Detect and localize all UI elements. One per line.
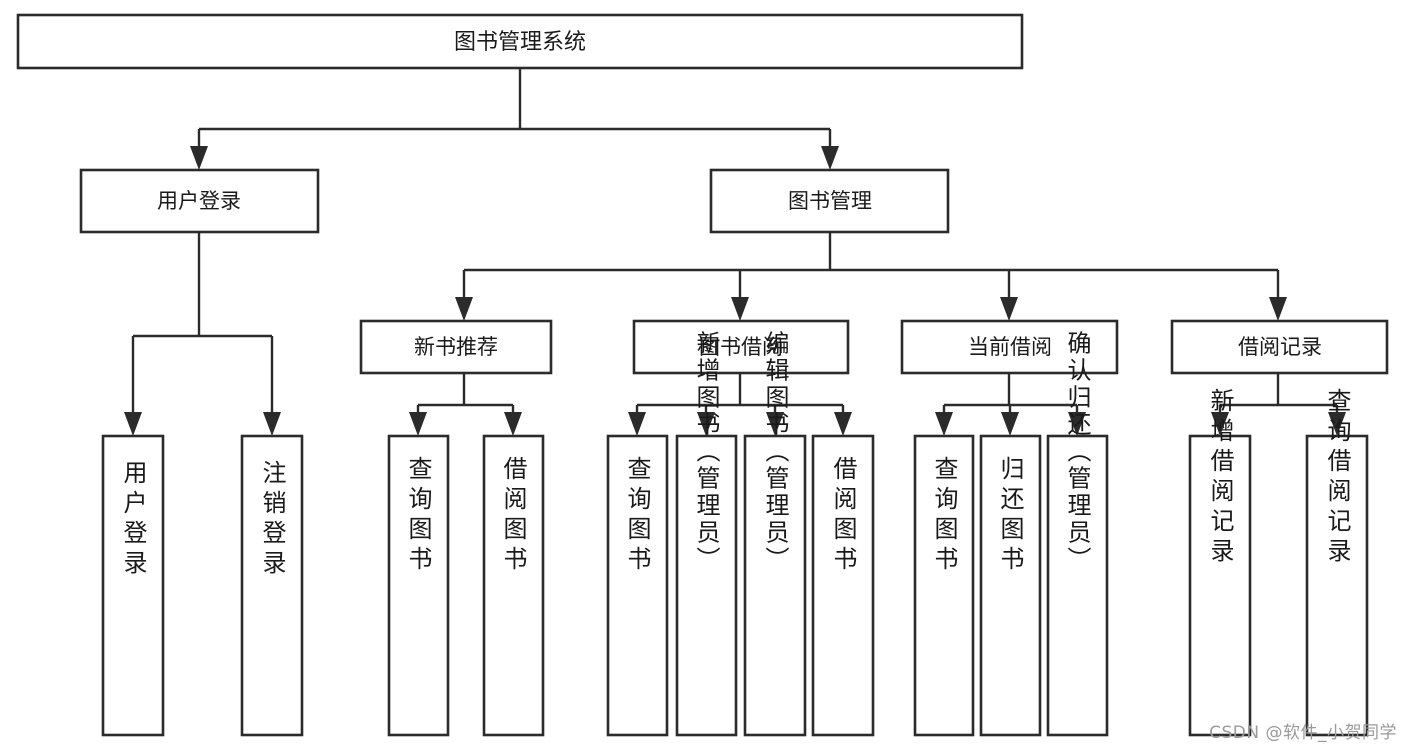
leaf-borrow-record-1-label: 新增借阅记录 bbox=[1206, 388, 1234, 568]
arrowhead-leaf-cb-1 bbox=[935, 412, 953, 436]
node-book-manage-label: 图书管理 bbox=[788, 189, 872, 213]
leaf-borrow-record-1[interactable]: 新增借阅记录 bbox=[1188, 388, 1252, 737]
leaf-new-book-1[interactable]: 查询图书 bbox=[387, 434, 450, 737]
leaf-current-borrow-3-box bbox=[1046, 434, 1109, 737]
node-user-login-label: 用户登录 bbox=[157, 189, 241, 213]
node-root-system[interactable]: 图书管理系统 bbox=[16, 13, 1024, 70]
arrowhead-leaf-bb-4 bbox=[834, 412, 852, 436]
node-borrow-record-box bbox=[1170, 319, 1389, 375]
arrowhead-leaf-cb-3 bbox=[1068, 412, 1086, 436]
node-user-login[interactable]: 用户登录 bbox=[79, 168, 320, 234]
leaf-new-book-2-label: 借阅图书 bbox=[499, 456, 527, 576]
node-user-login-box bbox=[79, 168, 320, 234]
node-book-manage[interactable]: 图书管理 bbox=[709, 168, 950, 234]
arrowhead-leaf-newbook-2 bbox=[504, 412, 522, 436]
leaf-book-borrow-2-box bbox=[675, 434, 738, 737]
node-book-borrow-box bbox=[632, 319, 850, 375]
node-root-label: 图书管理系统 bbox=[454, 30, 586, 55]
arrowhead-leaf-newbook-1 bbox=[409, 412, 427, 436]
leaf-book-borrow-3-label: 编辑图书（管理员） bbox=[761, 331, 789, 574]
leaf-user-login-1-box bbox=[101, 434, 165, 737]
leaf-user-login-2-label: 注销登录 bbox=[258, 460, 286, 580]
arrowhead-leaf-user-login-1 bbox=[124, 412, 142, 436]
node-book-borrow[interactable]: 图书借阅 bbox=[632, 319, 850, 375]
arrowhead-user-login bbox=[190, 146, 208, 170]
arrowhead-leaf-br-2 bbox=[1328, 412, 1346, 436]
node-current-borrow[interactable]: 当前借阅 bbox=[900, 319, 1119, 375]
leaf-current-borrow-1-label: 查询图书 bbox=[930, 456, 958, 576]
leaf-user-login-1[interactable]: 用户登录 bbox=[101, 434, 165, 737]
arrowhead-leaf-bb-1 bbox=[628, 412, 646, 436]
leaf-user-login-1-label: 用户登录 bbox=[119, 460, 147, 580]
leaf-borrow-record-2-box bbox=[1305, 434, 1369, 737]
arrowhead-leaf-bb-2 bbox=[697, 412, 715, 436]
leaf-book-borrow-1[interactable]: 查询图书 bbox=[606, 434, 669, 737]
arrowhead-current-borrow bbox=[1000, 297, 1018, 321]
leaf-new-book-1-box bbox=[387, 434, 450, 737]
leaf-current-borrow-1-box bbox=[913, 434, 975, 737]
leaf-borrow-record-1-box bbox=[1188, 434, 1252, 737]
leaf-current-borrow-2-label: 归还图书 bbox=[996, 456, 1024, 576]
leaf-book-borrow-4-label: 借阅图书 bbox=[829, 456, 857, 576]
node-new-book-recommend-label: 新书推荐 bbox=[414, 335, 498, 359]
arrowhead-leaf-bb-3 bbox=[766, 412, 784, 436]
csdn-watermark: CSDN @软件_小贺同学 bbox=[1209, 723, 1397, 743]
leaf-new-book-2[interactable]: 借阅图书 bbox=[482, 434, 545, 737]
leaf-current-borrow-3[interactable]: 确认归还（管理员） bbox=[1046, 331, 1109, 737]
leaf-borrow-record-2-label: 查询借阅记录 bbox=[1323, 388, 1351, 568]
leaf-book-borrow-2-label: 新增图书（管理员） bbox=[692, 331, 720, 574]
node-current-borrow-label: 当前借阅 bbox=[968, 335, 1052, 359]
node-book-borrow-label: 图书借阅 bbox=[699, 335, 783, 359]
node-new-book-recommend[interactable]: 新书推荐 bbox=[359, 319, 553, 375]
arrowhead-book-manage bbox=[821, 146, 839, 170]
leaf-book-borrow-1-box bbox=[606, 434, 669, 737]
node-borrow-record[interactable]: 借阅记录 bbox=[1170, 319, 1389, 375]
connector-layer bbox=[124, 68, 1346, 436]
leaf-user-login-2-box bbox=[240, 434, 304, 737]
arrowhead-borrow-record bbox=[1269, 297, 1287, 321]
leaf-user-login-2[interactable]: 注销登录 bbox=[240, 434, 304, 737]
arrowhead-leaf-cb-2 bbox=[1001, 412, 1019, 436]
leaf-current-borrow-1[interactable]: 查询图书 bbox=[913, 434, 975, 737]
leaf-book-borrow-3[interactable]: 编辑图书（管理员） bbox=[743, 331, 807, 737]
leaf-current-borrow-2-box bbox=[979, 434, 1042, 737]
node-new-book-recommend-box bbox=[359, 319, 553, 375]
leaf-book-borrow-2[interactable]: 新增图书（管理员） bbox=[675, 331, 738, 737]
leaf-book-borrow-4-box bbox=[811, 434, 875, 737]
leaf-borrow-record-2[interactable]: 查询借阅记录 bbox=[1305, 388, 1369, 737]
leaf-book-borrow-3-box bbox=[743, 434, 807, 737]
leaf-new-book-2-box bbox=[482, 434, 545, 737]
leaf-book-borrow-1-label: 查询图书 bbox=[623, 456, 651, 576]
node-borrow-record-label: 借阅记录 bbox=[1238, 335, 1322, 359]
leaf-book-borrow-4[interactable]: 借阅图书 bbox=[811, 434, 875, 737]
leaf-current-borrow-2[interactable]: 归还图书 bbox=[979, 434, 1042, 737]
arrowhead-book-borrow bbox=[731, 297, 749, 321]
node-root-box bbox=[16, 13, 1024, 70]
arrowhead-leaf-user-login-2 bbox=[263, 412, 281, 436]
arrowhead-new-book bbox=[455, 297, 473, 321]
leaf-current-borrow-3-label: 确认归还（管理员） bbox=[1063, 331, 1091, 574]
leaf-new-book-1-label: 查询图书 bbox=[404, 456, 432, 576]
node-book-manage-box bbox=[709, 168, 950, 234]
arrowhead-leaf-br-1 bbox=[1211, 412, 1229, 436]
node-current-borrow-box bbox=[900, 319, 1119, 375]
